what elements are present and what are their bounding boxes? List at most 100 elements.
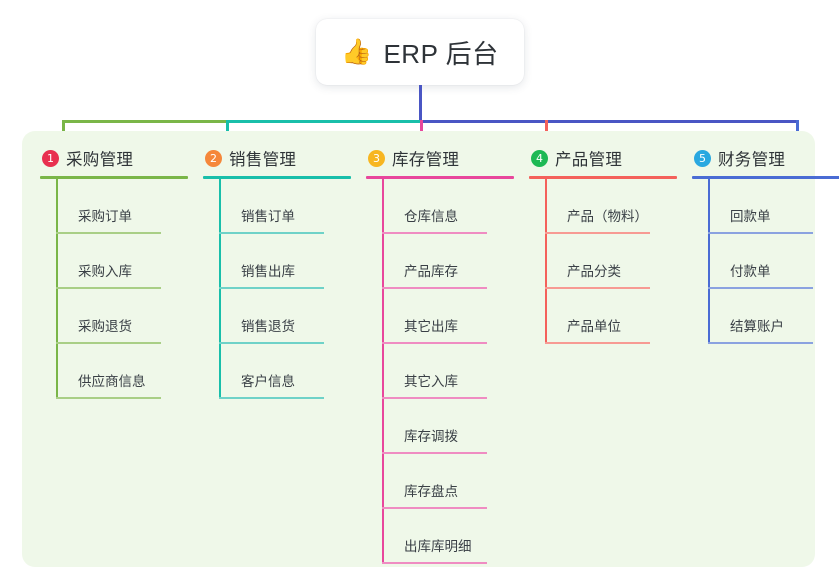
branch-children: 仓库信息产品库存其它出库其它入库库存调拨库存盘点出库库明细 bbox=[366, 179, 514, 564]
connector-bar-segment bbox=[226, 120, 420, 123]
connector-bar-segment bbox=[62, 120, 226, 123]
branch-title: 产品管理 bbox=[555, 151, 623, 169]
branch-child-label: 结算账户 bbox=[730, 319, 784, 334]
branch-child-label: 其它入库 bbox=[404, 374, 458, 389]
branch-underline bbox=[203, 176, 351, 179]
branch-title: 采购管理 bbox=[66, 151, 134, 169]
branch-child-label: 产品单位 bbox=[567, 319, 621, 334]
branch-trunk-line bbox=[56, 179, 58, 399]
branch-child-underline bbox=[545, 232, 650, 234]
branch-child-label: 产品分类 bbox=[567, 264, 621, 279]
branch-header-2[interactable]: 2 销售管理 bbox=[203, 146, 351, 170]
branch-child-underline bbox=[219, 397, 324, 399]
branch-child-label: 出库库明细 bbox=[404, 539, 472, 554]
branch-child-underline bbox=[382, 287, 487, 289]
branch-child-label: 付款单 bbox=[730, 264, 771, 279]
root-node[interactable]: 👍 ERP 后台 bbox=[316, 19, 524, 85]
branch-children: 产品（物料） 产品分类产品单位 bbox=[529, 179, 677, 344]
branch-child-underline bbox=[219, 342, 324, 344]
branch-child-underline bbox=[545, 287, 650, 289]
branch-header-1[interactable]: 1 采购管理 bbox=[40, 146, 188, 170]
branch-child-underline bbox=[56, 287, 161, 289]
branch-child-underline bbox=[708, 232, 813, 234]
branch-number-badge: 1 bbox=[42, 149, 59, 167]
branch-number-badge: 4 bbox=[531, 149, 548, 167]
branch-child-underline bbox=[56, 397, 161, 399]
branch-column-4: 4 产品管理产品（物料） 产品分类产品单位 bbox=[529, 146, 677, 344]
branch-child-underline bbox=[545, 342, 650, 344]
branch-number-badge: 2 bbox=[205, 149, 222, 167]
branch-child-label: 采购入库 bbox=[78, 264, 132, 279]
branch-title: 财务管理 bbox=[718, 151, 786, 169]
branch-children: 回款单付款单结算账户 bbox=[692, 179, 839, 344]
branch-child-underline bbox=[382, 397, 487, 399]
branch-child-underline bbox=[382, 452, 487, 454]
branch-child-item[interactable]: 采购入库 bbox=[56, 234, 188, 289]
branch-child-item[interactable]: 供应商信息 bbox=[56, 344, 188, 399]
branch-number-badge: 3 bbox=[368, 149, 385, 167]
branch-child-item[interactable]: 产品分类 bbox=[545, 234, 677, 289]
branch-child-underline bbox=[382, 232, 487, 234]
branch-trunk-line bbox=[219, 179, 221, 399]
branch-child-item[interactable]: 采购订单 bbox=[56, 179, 188, 234]
branch-underline bbox=[529, 176, 677, 179]
branch-child-label: 客户信息 bbox=[241, 374, 295, 389]
branch-child-item[interactable]: 其它入库 bbox=[382, 344, 514, 399]
branch-underline bbox=[366, 176, 514, 179]
branch-child-item[interactable]: 采购退货 bbox=[56, 289, 188, 344]
branch-child-label: 产品库存 bbox=[404, 264, 458, 279]
branch-child-item[interactable]: 库存调拨 bbox=[382, 399, 514, 454]
branch-child-label: 其它出库 bbox=[404, 319, 458, 334]
branch-child-label: 库存调拨 bbox=[404, 429, 458, 444]
branch-child-label: 采购退货 bbox=[78, 319, 132, 334]
branch-child-item[interactable]: 销售订单 bbox=[219, 179, 351, 234]
branch-child-item[interactable]: 产品（物料） bbox=[545, 179, 677, 234]
branch-child-label: 销售退货 bbox=[241, 319, 295, 334]
thumbs-up-icon: 👍 bbox=[341, 37, 373, 66]
branch-child-label: 采购订单 bbox=[78, 209, 132, 224]
branch-child-underline bbox=[382, 342, 487, 344]
branch-child-label: 销售订单 bbox=[241, 209, 295, 224]
branch-child-underline bbox=[382, 507, 487, 509]
branch-child-underline bbox=[708, 342, 813, 344]
branch-child-item[interactable]: 回款单 bbox=[708, 179, 839, 234]
branch-underline bbox=[692, 176, 839, 179]
branch-child-item[interactable]: 销售出库 bbox=[219, 234, 351, 289]
root-node-label: ERP 后台 bbox=[383, 38, 499, 69]
branch-child-item[interactable]: 销售退货 bbox=[219, 289, 351, 344]
branch-child-underline bbox=[56, 232, 161, 234]
branch-child-underline bbox=[219, 287, 324, 289]
branch-child-label: 销售出库 bbox=[241, 264, 295, 279]
branch-child-underline bbox=[56, 342, 161, 344]
branch-underline bbox=[40, 176, 188, 179]
connector-bar-segment bbox=[420, 120, 799, 123]
root-stem bbox=[419, 85, 422, 123]
branch-child-underline bbox=[708, 287, 813, 289]
branch-children: 销售订单销售出库销售退货客户信息 bbox=[203, 179, 351, 399]
branch-child-item[interactable]: 结算账户 bbox=[708, 289, 839, 344]
branch-child-item[interactable]: 客户信息 bbox=[219, 344, 351, 399]
branch-child-item[interactable]: 库存盘点 bbox=[382, 454, 514, 509]
branch-child-item[interactable]: 产品单位 bbox=[545, 289, 677, 344]
branch-title: 销售管理 bbox=[229, 151, 297, 169]
branch-header-4[interactable]: 4 产品管理 bbox=[529, 146, 677, 170]
branch-child-item[interactable]: 产品库存 bbox=[382, 234, 514, 289]
branch-child-label: 供应商信息 bbox=[78, 374, 146, 389]
branch-child-label: 库存盘点 bbox=[404, 484, 458, 499]
branch-child-item[interactable]: 付款单 bbox=[708, 234, 839, 289]
branch-child-underline bbox=[382, 562, 487, 564]
branch-child-label: 回款单 bbox=[730, 209, 771, 224]
branch-child-item[interactable]: 其它出库 bbox=[382, 289, 514, 344]
branch-trunk-line bbox=[545, 179, 547, 344]
branch-child-label: 产品（物料） bbox=[567, 209, 648, 224]
branch-children: 采购订单采购入库采购退货供应商信息 bbox=[40, 179, 188, 399]
branch-child-item[interactable]: 出库库明细 bbox=[382, 509, 514, 564]
branch-column-2: 2 销售管理销售订单销售出库销售退货客户信息 bbox=[203, 146, 351, 399]
branch-child-underline bbox=[219, 232, 324, 234]
branch-trunk-line bbox=[382, 179, 384, 564]
branch-child-item[interactable]: 仓库信息 bbox=[382, 179, 514, 234]
